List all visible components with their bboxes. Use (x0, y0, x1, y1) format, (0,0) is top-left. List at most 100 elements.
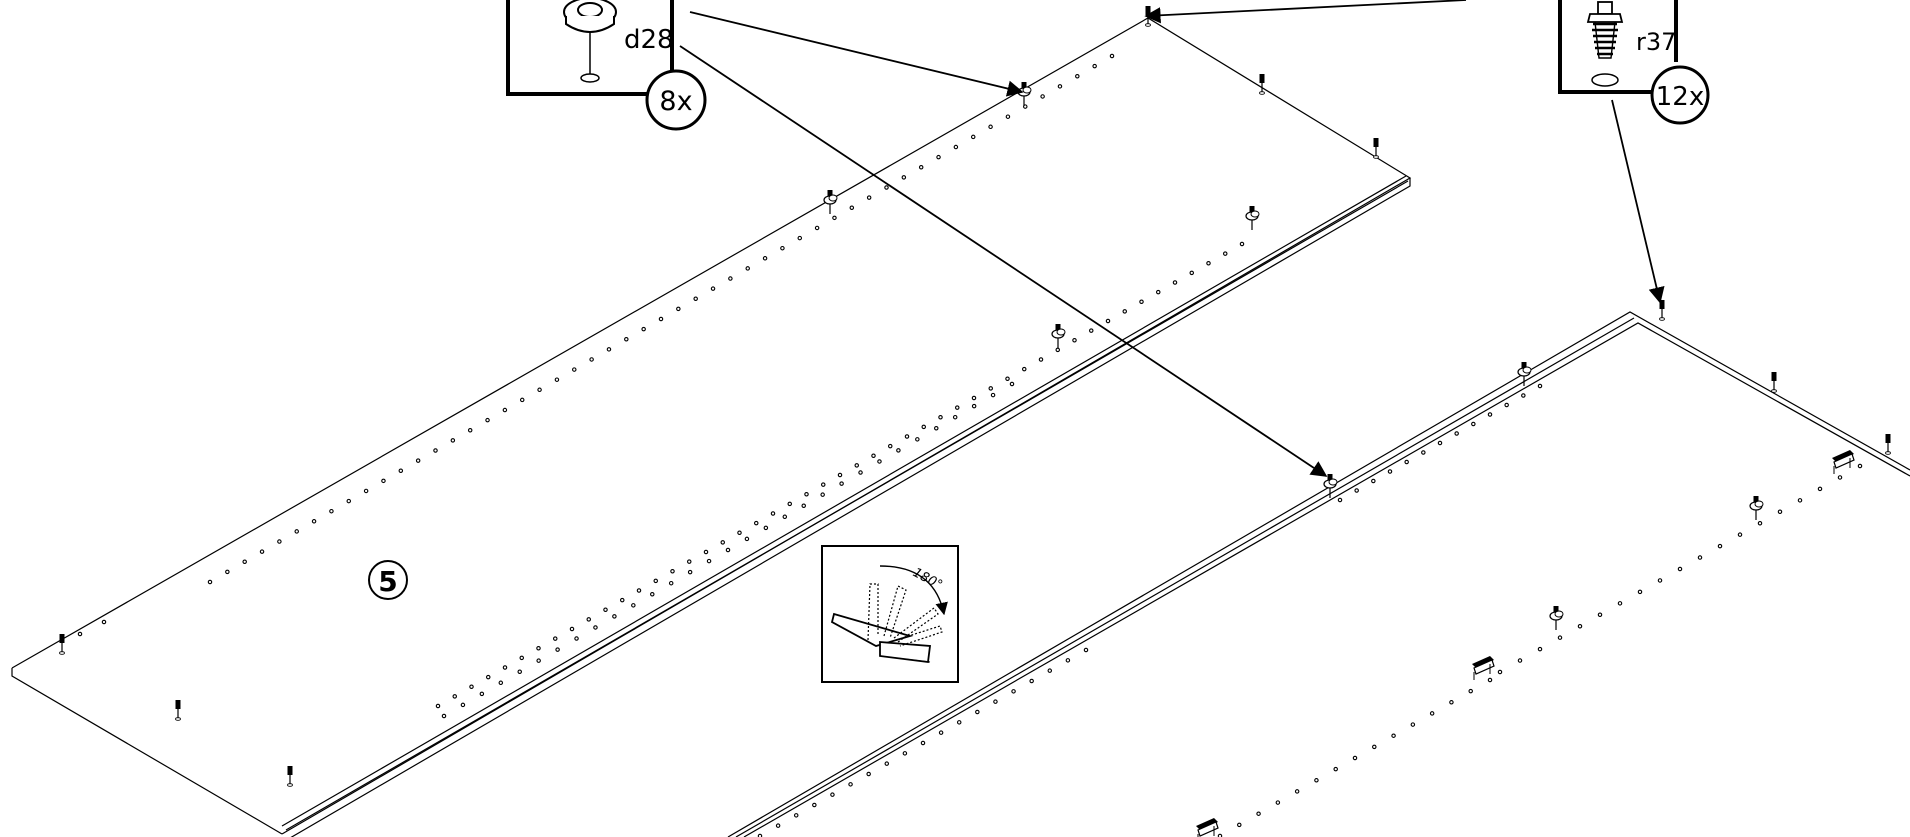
hole-left-lower-row (536, 658, 541, 663)
hole-right-groove-row (848, 782, 853, 787)
hole-left-groove-row (619, 597, 625, 603)
cam-dowel-icon (1771, 372, 1777, 393)
hole-left-lower-row (612, 614, 617, 619)
hole-left-groove-row (954, 405, 960, 410)
hole-right-top-row (1471, 421, 1476, 427)
connector-bracket-icon (1196, 818, 1219, 837)
hole-right-groove-row (884, 761, 890, 766)
hole-left-groove-row (1239, 241, 1245, 247)
hole-right-mid-row (1429, 711, 1435, 716)
hole-right-groove-row (775, 823, 781, 828)
hole-left-groove-row (1072, 337, 1077, 343)
hole-right-bottom-row (1677, 566, 1683, 572)
hole-left-lower-row (877, 459, 882, 464)
hole-left-lower-row (896, 448, 901, 453)
hole-left-lower-row (858, 470, 863, 475)
hole-right-top-row (1354, 488, 1359, 493)
hole-left-top-row (988, 124, 993, 130)
hole-left-top-row (485, 417, 490, 423)
hole-right-bottom-row (1537, 646, 1543, 652)
hole-left-lower-row (782, 514, 788, 520)
hole-left-groove-row (569, 626, 575, 632)
hole-right-bottom-row (1577, 623, 1583, 629)
hole-right-mid-row (1391, 733, 1396, 738)
hole-left-lower-row (744, 536, 750, 542)
hole-right-top-row (1387, 469, 1393, 474)
cam-dowel-icon (59, 634, 65, 655)
cam-dowel-icon (1259, 74, 1265, 95)
hole-left-groove-row (837, 472, 843, 478)
hole-left-groove-row (787, 501, 792, 507)
hole-right-mid-row (1256, 811, 1261, 816)
hole-left-groove-row (452, 694, 457, 699)
hole-left-top-row (1005, 114, 1011, 119)
hole-right-mid-row (1314, 778, 1319, 783)
hole-left-top-row (398, 468, 404, 473)
hole-left-top-row (866, 195, 872, 200)
hole-left-lower-row (706, 558, 712, 564)
hole-left-top-row (225, 569, 230, 575)
hole-left-top-row (242, 559, 247, 565)
hole-left-top-row (363, 488, 369, 494)
hole-left-groove-row (502, 665, 508, 670)
hole-right-top-row (1437, 440, 1443, 446)
callout-d28: d28 8x (506, 0, 707, 131)
hole-right-mid-row (1410, 722, 1416, 727)
hole-left-top-row (294, 529, 299, 534)
rotate-180-icon: 180° (821, 545, 959, 683)
hole-right-bottom-row (1857, 463, 1863, 469)
hole-left-top-row (710, 286, 716, 291)
arrow-r37-to-left-panel (1144, 0, 1467, 24)
hole-right-groove-row (812, 802, 817, 808)
hole-right-bottom-row (1757, 520, 1763, 526)
hole-left-top-row (519, 397, 525, 403)
hole-right-bottom-row (1717, 543, 1723, 549)
hole-left-groove-row (1206, 260, 1211, 266)
hole-left-groove-row (770, 511, 776, 516)
hole-right-mid-row (1352, 755, 1358, 761)
hole-left-top-row (502, 407, 508, 413)
hole-right-groove-row (956, 720, 962, 725)
hole-left-top-row (901, 175, 907, 180)
hole-left-groove-row (1055, 347, 1061, 353)
hole-left-top-row (346, 498, 352, 504)
hole-left-top-row (832, 215, 837, 221)
hole-right-mid-row (1217, 833, 1223, 837)
hole-right-mid-row (1275, 800, 1281, 805)
hole-left-groove-row (871, 453, 876, 458)
hole-right-groove-row (1029, 678, 1034, 684)
hole-left-groove-row (804, 491, 809, 497)
hole-left-top-row (762, 256, 768, 261)
hole-left-lower-row (971, 403, 977, 409)
callout-r37: r37 12x (1558, 0, 1710, 125)
hole-right-bottom-row (1617, 601, 1623, 606)
hole-right-top-row (1337, 497, 1343, 503)
hole-left-end (101, 619, 107, 625)
arrow-d28-to-left-panel (689, 11, 1024, 97)
hole-left-lower-row (725, 547, 731, 553)
hole-right-mid-row (1372, 744, 1377, 750)
hole-left-lower-row (517, 669, 522, 674)
cam-dowel-icon (1885, 434, 1891, 455)
hole-right-mid-row (1294, 789, 1300, 794)
hole-left-groove-row (1172, 280, 1178, 285)
hole-left-groove-row (720, 540, 725, 545)
hole-left-lower-row (934, 426, 939, 431)
quantity-r37: 12x (1656, 82, 1704, 112)
hole-right-groove-row (1047, 668, 1053, 673)
hole-left-groove-row (636, 588, 642, 593)
hole-left-groove-row (1223, 251, 1228, 256)
hole-left-groove-row (703, 549, 709, 555)
hole-left-groove-row (971, 395, 977, 401)
hole-left-groove-row (988, 386, 993, 391)
hole-left-top-row (745, 266, 750, 271)
hole-left-top-row (572, 367, 577, 372)
hole-left-lower-row (687, 569, 693, 575)
hole-left-groove-row (887, 443, 893, 449)
hole-right-top-row (1487, 412, 1493, 417)
fittings (59, 6, 1891, 837)
hole-left-lower-row (650, 592, 655, 597)
hole-right-top-row (1537, 383, 1543, 389)
hole-right-groove-row (793, 813, 799, 818)
hole-right-bottom-row (1777, 509, 1783, 515)
